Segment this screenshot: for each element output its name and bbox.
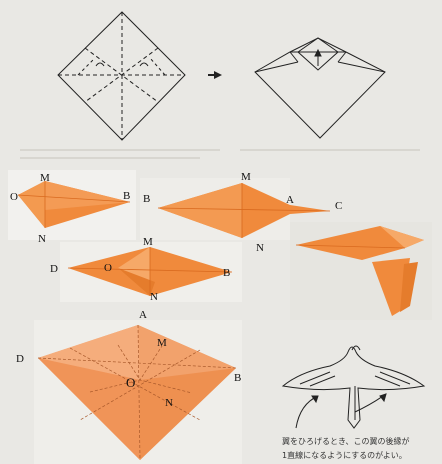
label-D: D: [16, 353, 24, 365]
label-B: B: [223, 267, 230, 279]
photo-step-1: O M N B: [8, 170, 136, 245]
label-N: N: [256, 242, 264, 254]
label-D: D: [50, 263, 58, 275]
label-O: O: [104, 262, 112, 274]
label-B: B: [234, 372, 241, 384]
step-arrow-icon: [208, 71, 222, 79]
photo-step-3: D O M N B: [50, 236, 242, 303]
fold-diagram-result: [254, 37, 386, 139]
photo-step-4: [290, 222, 432, 320]
caption-line-1: 翼をひろげるとき、この翼の後縁が: [282, 436, 409, 446]
photo-step-5: A M D O B N: [16, 309, 242, 464]
label-M: M: [157, 337, 167, 349]
label-B: B: [123, 190, 130, 202]
caption-line-2: 1直線になるようにするのがよい。: [282, 450, 407, 460]
label-O: O: [126, 375, 135, 390]
background-print-lines: [20, 149, 420, 159]
bird-diagram: [281, 345, 426, 429]
label-B: B: [143, 193, 150, 205]
label-A: A: [139, 309, 147, 321]
label-M: M: [40, 172, 50, 184]
label-N: N: [38, 233, 46, 245]
label-N: N: [150, 291, 158, 303]
label-M: M: [143, 236, 153, 248]
label-C: C: [335, 200, 342, 212]
label-A: A: [286, 194, 294, 206]
label-O: O: [10, 191, 18, 203]
label-N: N: [165, 397, 173, 409]
label-M: M: [241, 171, 251, 183]
fold-diagram-square: [57, 11, 186, 141]
photo-step-2: B M A C N: [140, 171, 342, 254]
